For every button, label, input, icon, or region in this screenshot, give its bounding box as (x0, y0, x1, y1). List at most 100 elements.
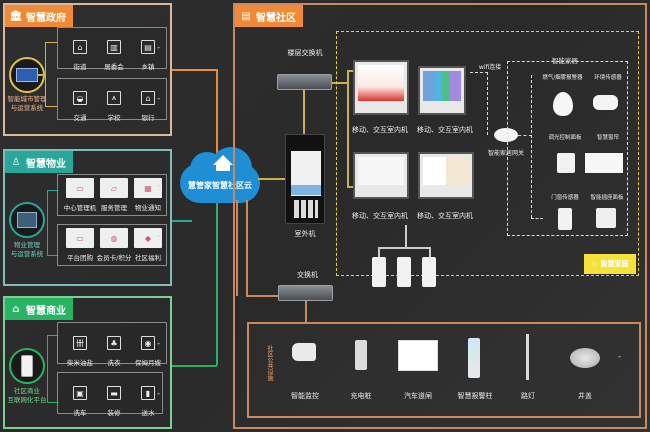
commerce-row1-item-2[interactable]: ♣洗衣 (96, 336, 132, 367)
smart-curtain-icon[interactable] (585, 153, 623, 173)
group-buy-icon: ▭ (66, 228, 94, 248)
door-sensor-icon[interactable] (558, 208, 572, 230)
switch-to-facilities (305, 301, 307, 323)
router-bar (378, 247, 430, 249)
indoor-unit-1-screen (358, 65, 404, 101)
router-1[interactable] (372, 257, 386, 287)
property-connector (172, 220, 192, 222)
gov-bracket-stub (37, 74, 46, 76)
commerce-title: 智慧商业 (26, 305, 66, 317)
property-row2-item-label: 会员卡/积分 (96, 254, 132, 262)
indoor-unit-1[interactable] (353, 60, 409, 115)
manhole-cover-icon[interactable] (570, 348, 600, 368)
commerce-row1-item-label: 保姆月嫂 (135, 359, 161, 367)
outdoor-unit-device[interactable] (285, 134, 325, 224)
property-row1-item-label: 物业通知 (135, 204, 161, 212)
gov-row2-more: - (157, 94, 161, 104)
floor-switch-label: 楼层交换机 (287, 49, 323, 57)
water-bottle-icon: ▮ (141, 386, 155, 400)
indoor-unit-2[interactable] (418, 66, 466, 115)
gas-smoke-alarm-icon[interactable] (553, 92, 573, 116)
property-row2-item-3[interactable]: ◆社区福利 (130, 228, 166, 262)
router-drop-1 (378, 247, 380, 257)
indoor-unit-2-screen (423, 71, 461, 101)
dimmer-panel-icon[interactable] (557, 153, 575, 173)
property-system-avatar (9, 202, 45, 238)
smart-socket-icon[interactable] (596, 208, 616, 228)
property-row2-item-1[interactable]: ▭ 平台团购 (62, 228, 98, 262)
smart-home-inner-dashed (531, 75, 532, 218)
floor-switch-to-outdoor (303, 90, 305, 134)
person-icon: ♙ (11, 156, 21, 168)
environment-sensor-icon[interactable] (593, 95, 618, 110)
switch-left-line (246, 295, 280, 297)
commerce-row2-more: - (157, 389, 161, 399)
property-row1-item-2[interactable]: ▱服务管理 (96, 178, 132, 212)
facility-label-6: 井盖 (578, 392, 592, 400)
gov-row2-item-label: 银行 (141, 114, 155, 122)
facilities-box (247, 322, 641, 418)
gateway-device[interactable] (494, 128, 518, 142)
commerce-panel: ⌂ 智慧商业 (3, 296, 172, 429)
outdoor-unit-banner (291, 185, 321, 195)
gov-row1-item-2[interactable]: ▥居委会 (96, 40, 132, 71)
charging-pile-icon[interactable] (355, 340, 367, 370)
commerce-row2-item-3[interactable]: ▮送水 (130, 386, 166, 417)
shop-icon: ⌂ (12, 303, 20, 315)
switch-label: 交换机 (297, 271, 318, 279)
family-icon: ♘ (591, 259, 599, 269)
property-row1-item-3[interactable]: ▦ 物业通知 (130, 178, 166, 212)
community-panel: ▤ 智慧社区 (233, 3, 647, 429)
cloud-to-outdoor-link (258, 178, 288, 180)
indoor-unit-3-screen (358, 157, 404, 185)
facility-label-1: 智能监控 (291, 392, 319, 400)
gov-bracket (45, 42, 57, 107)
renovation-icon: ▬ (107, 386, 121, 400)
gov-row2-item-1[interactable]: ◒交通 (62, 91, 98, 122)
switch-device[interactable] (278, 285, 333, 301)
indoor-unit-4[interactable] (418, 152, 474, 199)
property-row1-item-label: 服务管理 (101, 204, 127, 212)
street-lamp-icon[interactable] (526, 334, 529, 380)
commerce-title-tag: ⌂ 智慧商业 (5, 298, 73, 320)
facilities-title: 社区公共设施 (266, 345, 273, 381)
facility-label-2: 充电桩 (350, 392, 372, 400)
property-bracket (47, 190, 59, 256)
property-row1-more: - (157, 181, 161, 191)
commerce-row2-box (57, 372, 163, 414)
property-row1-item-1[interactable]: ▭中心管理机 (62, 178, 98, 212)
camera-icon[interactable] (292, 343, 316, 361)
property-row2-item-label: 社区福利 (135, 254, 161, 262)
router-3[interactable] (422, 257, 436, 287)
commerce-row1-item-1[interactable]: 卌柴米油盐 (62, 336, 98, 367)
property-row1-item-label: 中心管理机 (63, 204, 97, 212)
monitor-icon (16, 68, 38, 82)
router-trunk (405, 225, 407, 248)
commerce-row1-item-3[interactable]: ◉保姆月嫂 (130, 336, 166, 367)
property-system-label-line2: 与运营系统 (10, 250, 44, 258)
groceries-icon: 卌 (73, 336, 87, 350)
bank-branch-icon: ⌂ (141, 91, 155, 105)
gov-connector (172, 69, 217, 71)
gov-row1-item-1[interactable]: ⌂街道 (62, 40, 98, 71)
home-device-label-2: 环境传感器 (594, 75, 622, 81)
floor-switch-device[interactable] (277, 74, 332, 90)
property-row2-item-2[interactable]: ◍会员卡/积分 (96, 228, 132, 262)
home-device-label-6: 智能插座面板 (590, 195, 624, 201)
property-system-label: 物业管理 与运营系统 (3, 241, 51, 259)
barrier-gate-icon[interactable] (398, 340, 438, 371)
gov-row2-item-label: 交通 (73, 114, 87, 122)
alarm-pillar-icon[interactable] (468, 338, 480, 378)
bank-icon: 🏛 (9, 10, 23, 22)
commerce-row2-item-1[interactable]: ▣洗车 (62, 386, 98, 417)
gov-row2-item-3[interactable]: ⌂ 银行 (130, 91, 166, 122)
gov-row1-item-3[interactable]: ▤乡镇 (130, 40, 166, 71)
router-2[interactable] (397, 257, 411, 287)
property-row2-item-label: 平台团购 (67, 254, 93, 262)
notice-board-icon: ▦ (134, 178, 162, 198)
commerce-row2-item-2[interactable]: ▬装修 (96, 386, 132, 417)
indoor-unit-3[interactable] (353, 152, 409, 199)
wifi-dashed-v (487, 72, 488, 135)
gov-row2-item-2[interactable]: ⩚学校 (96, 91, 132, 122)
commerce-system-label-line2: 互联网化平台 (7, 396, 47, 404)
